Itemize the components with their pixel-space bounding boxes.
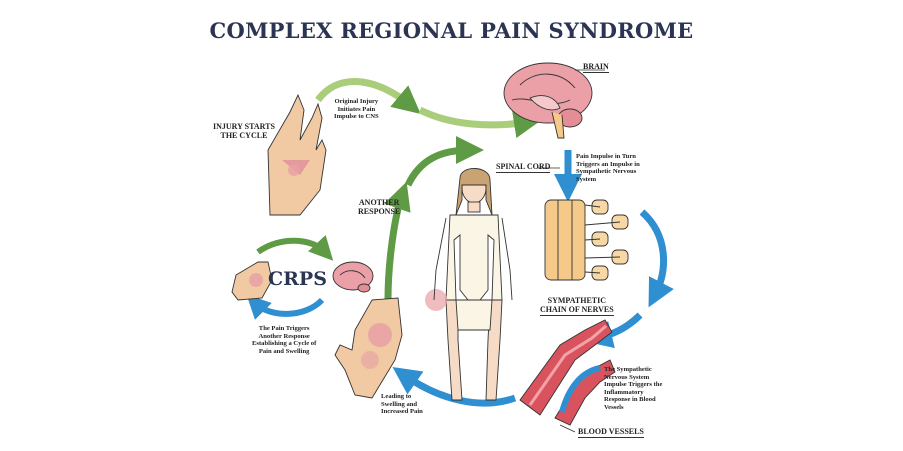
pain-impulse-caption: Pain Impulse in Turn Triggers an Impulse… xyxy=(576,153,640,183)
another-response-line-2: RESPONSE xyxy=(358,207,401,217)
woman-figure-illustration xyxy=(425,168,513,401)
crps-cycle-green-arrow xyxy=(256,235,334,261)
leading-to-line-2: Swelling and xyxy=(381,400,418,408)
injury-label-line-1: INJURY STARTS xyxy=(213,122,275,131)
pain-impulse-line-2: Triggers an Impulse in xyxy=(576,160,640,168)
sympathetic-system-line-1: The Sympathetic xyxy=(604,366,652,373)
pain-impulse-line-1: Pain Impulse in Turn xyxy=(576,153,636,160)
sympathetic-system-line-3: Impulse Triggers the xyxy=(604,381,663,389)
leading-to-line-3: Increased Pain xyxy=(381,408,423,416)
blood-vessels-illustration xyxy=(519,319,616,426)
pain-triggers-line-1: The Pain Triggers xyxy=(258,325,310,332)
sympathetic-system-line-2: Nervous System xyxy=(604,373,650,381)
original-injury-caption: Original Injury Initiates Pain Impulse t… xyxy=(334,98,379,121)
leading-to-caption: Leading to Swelling and Increased Pain xyxy=(381,393,423,416)
pain-impulse-line-3: Sympathetic Nervous xyxy=(576,168,637,176)
crps-cycle-blue-arrow xyxy=(246,294,325,320)
sympathetic-system-caption: The Sympathetic Nervous System Impulse T… xyxy=(604,366,662,411)
injury-label: INJURY STARTS THE CYCLE xyxy=(213,122,275,140)
arrow-another-response xyxy=(384,181,411,301)
crps-label: CRPS xyxy=(268,268,327,290)
sympathetic-chain-line-2: CHAIN OF NERVES xyxy=(540,305,614,317)
pain-triggers-line-4: Pain and Swelling xyxy=(258,347,310,355)
original-injury-line-3: Impulse to CNS xyxy=(334,113,379,121)
pain-impulse-line-4: System xyxy=(576,175,597,183)
another-response-line-1: ANOTHER xyxy=(358,198,400,207)
brain-label: BRAIN xyxy=(583,62,609,74)
arrow-to-brain-2 xyxy=(418,106,542,139)
pain-triggers-line-3: Establishing a Cycle of xyxy=(252,340,317,348)
leading-to-line-1: Leading to xyxy=(381,393,412,400)
arrow-injury-to-brain xyxy=(315,78,421,114)
brain-illustration xyxy=(503,62,593,139)
spinal-chain-illustration xyxy=(544,199,629,281)
arrow-response-to-brain xyxy=(404,136,484,187)
arrow-spine-to-vessels xyxy=(639,209,674,308)
blood-vessels-leader-line xyxy=(559,424,576,433)
sympathetic-system-line-5: Response in Blood xyxy=(604,396,656,404)
swollen-hand-illustration xyxy=(334,297,403,399)
crps-hand-illustration xyxy=(231,261,273,301)
spinal-cord-label: SPINAL CORD xyxy=(496,162,551,174)
pain-triggers-caption: The Pain Triggers Another Response Estab… xyxy=(252,325,316,355)
another-response-label: ANOTHER RESPONSE xyxy=(358,198,400,216)
crps-brain-illustration xyxy=(332,261,374,293)
original-injury-line-1: Original Injury xyxy=(334,98,379,105)
original-injury-line-2: Initiates Pain xyxy=(337,105,376,113)
sympathetic-system-line-6: Vessels xyxy=(604,403,624,411)
page-title: COMPLEX REGIONAL PAIN SYNDROME xyxy=(209,18,694,43)
sympathetic-chain-label: SYMPATHETIC CHAIN OF NERVES xyxy=(540,296,614,317)
injured-hand-illustration xyxy=(267,93,327,216)
sympathetic-system-line-4: Inflammatory xyxy=(604,388,644,396)
pain-triggers-line-2: Another Response xyxy=(258,332,310,340)
sympathetic-chain-line-1: SYMPATHETIC xyxy=(547,296,607,305)
injury-label-line-2: THE CYCLE xyxy=(220,131,268,141)
blood-vessels-label: BLOOD VESSELS xyxy=(578,427,644,439)
